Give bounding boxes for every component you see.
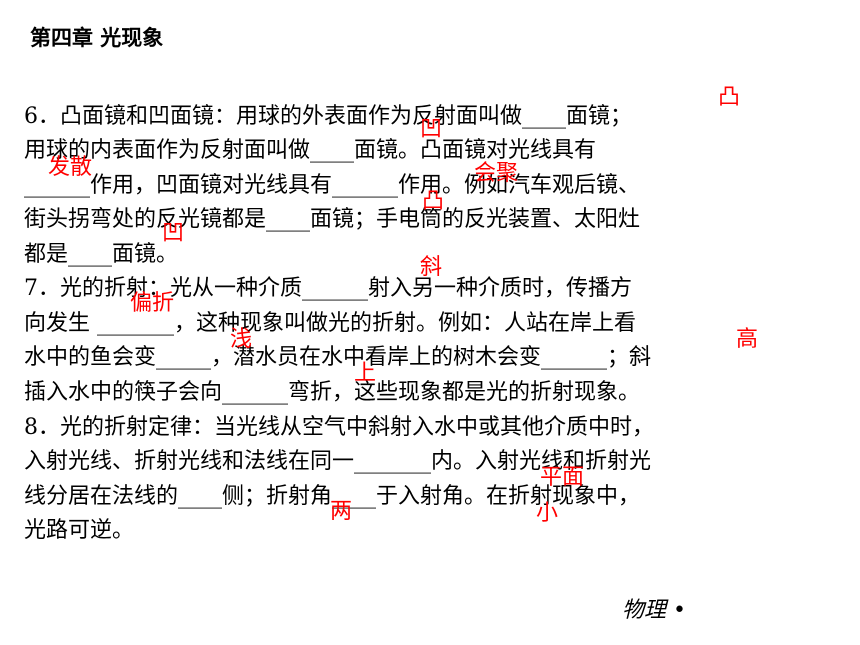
answer-convex-2: 凸 bbox=[422, 189, 445, 214]
text-line: 向发生 _______，这种现象叫做光的折射。例如：人站在岸上看 bbox=[24, 311, 636, 336]
subject-footer: 物理 • bbox=[622, 598, 686, 623]
answer-concave: 凹 bbox=[420, 117, 443, 142]
text-line: 街头拐弯处的反光镜都是____面镜；手电筒的反光装置、太阳灶 bbox=[24, 207, 641, 232]
text-line: 用球的内表面作为反射面叫做____面镜。凸面镜对光线具有 bbox=[24, 138, 597, 163]
text-line: 6．凸面镜和凹面镜：用球的外表面作为反射面叫做____面镜； bbox=[24, 104, 632, 129]
answer-smaller: 小 bbox=[536, 501, 559, 526]
text-line: 7．光的折射：光从一种介质______射入另一种介质时，传播方 bbox=[24, 276, 632, 301]
text-line: 线分居在法线的____侧；折射角____于入射角。在折射现象中， bbox=[24, 484, 641, 509]
text-line: 插入水中的筷子会向______弯折，这些现象都是光的折射现象。 bbox=[24, 380, 641, 405]
answer-deflect: 偏折 bbox=[130, 291, 175, 316]
text-line: ______作用，凹面镜对光线具有______作用。例如汽车观后镜、 bbox=[24, 173, 641, 198]
answer-high: 高 bbox=[736, 327, 759, 352]
answer-oblique: 斜 bbox=[420, 255, 443, 280]
text-line: 8．光的折射定律：当光线从空气中斜射入水中或其他介质中时， bbox=[24, 415, 654, 440]
answer-plane: 平面 bbox=[540, 465, 585, 490]
answer-converge: 会聚 bbox=[474, 161, 519, 186]
answer-convex: 凸 bbox=[718, 85, 741, 110]
text-line: 光路可逆。 bbox=[24, 518, 135, 543]
text-line: 水中的鱼会变_____，潜水员在水中看岸上的树木会变______；斜 bbox=[24, 345, 652, 370]
answer-two: 两 bbox=[330, 499, 353, 524]
text-line: 入射光线、折射光线和法线在同一_______内。入射光线和折射光 bbox=[24, 449, 652, 474]
answer-up: 上 bbox=[354, 361, 377, 386]
answer-shallow: 浅 bbox=[230, 327, 253, 352]
chapter-title: 第四章 光现象 bbox=[30, 26, 164, 50]
text-line: 都是____面镜。 bbox=[24, 242, 179, 267]
answer-concave-2: 凹 bbox=[162, 221, 185, 246]
answer-diverge: 发散 bbox=[48, 155, 93, 180]
